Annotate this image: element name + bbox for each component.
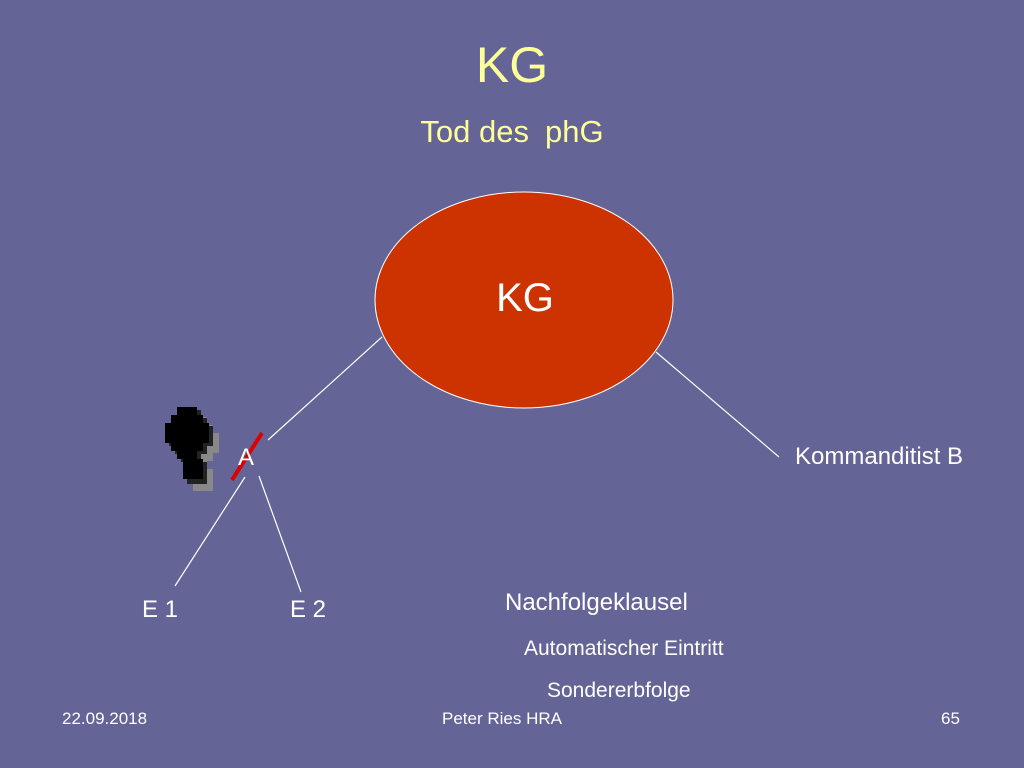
heir-2-label: E 2 (290, 596, 327, 623)
strike-mark (230, 431, 264, 482)
person-silhouette-icon (165, 407, 219, 491)
clause-line-2: Sondererbfolge (547, 679, 691, 702)
subtitle-part-2: phG (544, 114, 604, 149)
heir-1-label: E 1 (142, 596, 179, 623)
clause-title: Nachfolgeklausel (505, 589, 688, 616)
slide-subtitle: Tod des phG (0, 114, 1024, 150)
subtitle-part-1: Tod des (420, 114, 529, 149)
footer-author: Peter Ries HRA (442, 709, 562, 728)
connector-kg-to-b (655, 351, 780, 458)
slide-title: KG (475, 37, 549, 93)
footer-date: 22.09.2018 (62, 709, 148, 728)
partner-b-label: Kommanditist B (795, 443, 964, 470)
connector-a-to-e2 (258, 475, 302, 593)
connector-a-to-e1 (174, 476, 246, 587)
clause-line-1: Automatischer Eintritt (524, 637, 724, 660)
connector-kg-to-a (267, 336, 383, 441)
footer-page-number: 65 (941, 709, 960, 728)
partner-a-label: A (238, 444, 255, 471)
kg-node-label: KG (496, 276, 554, 320)
kg-node-ellipse (374, 191, 674, 409)
